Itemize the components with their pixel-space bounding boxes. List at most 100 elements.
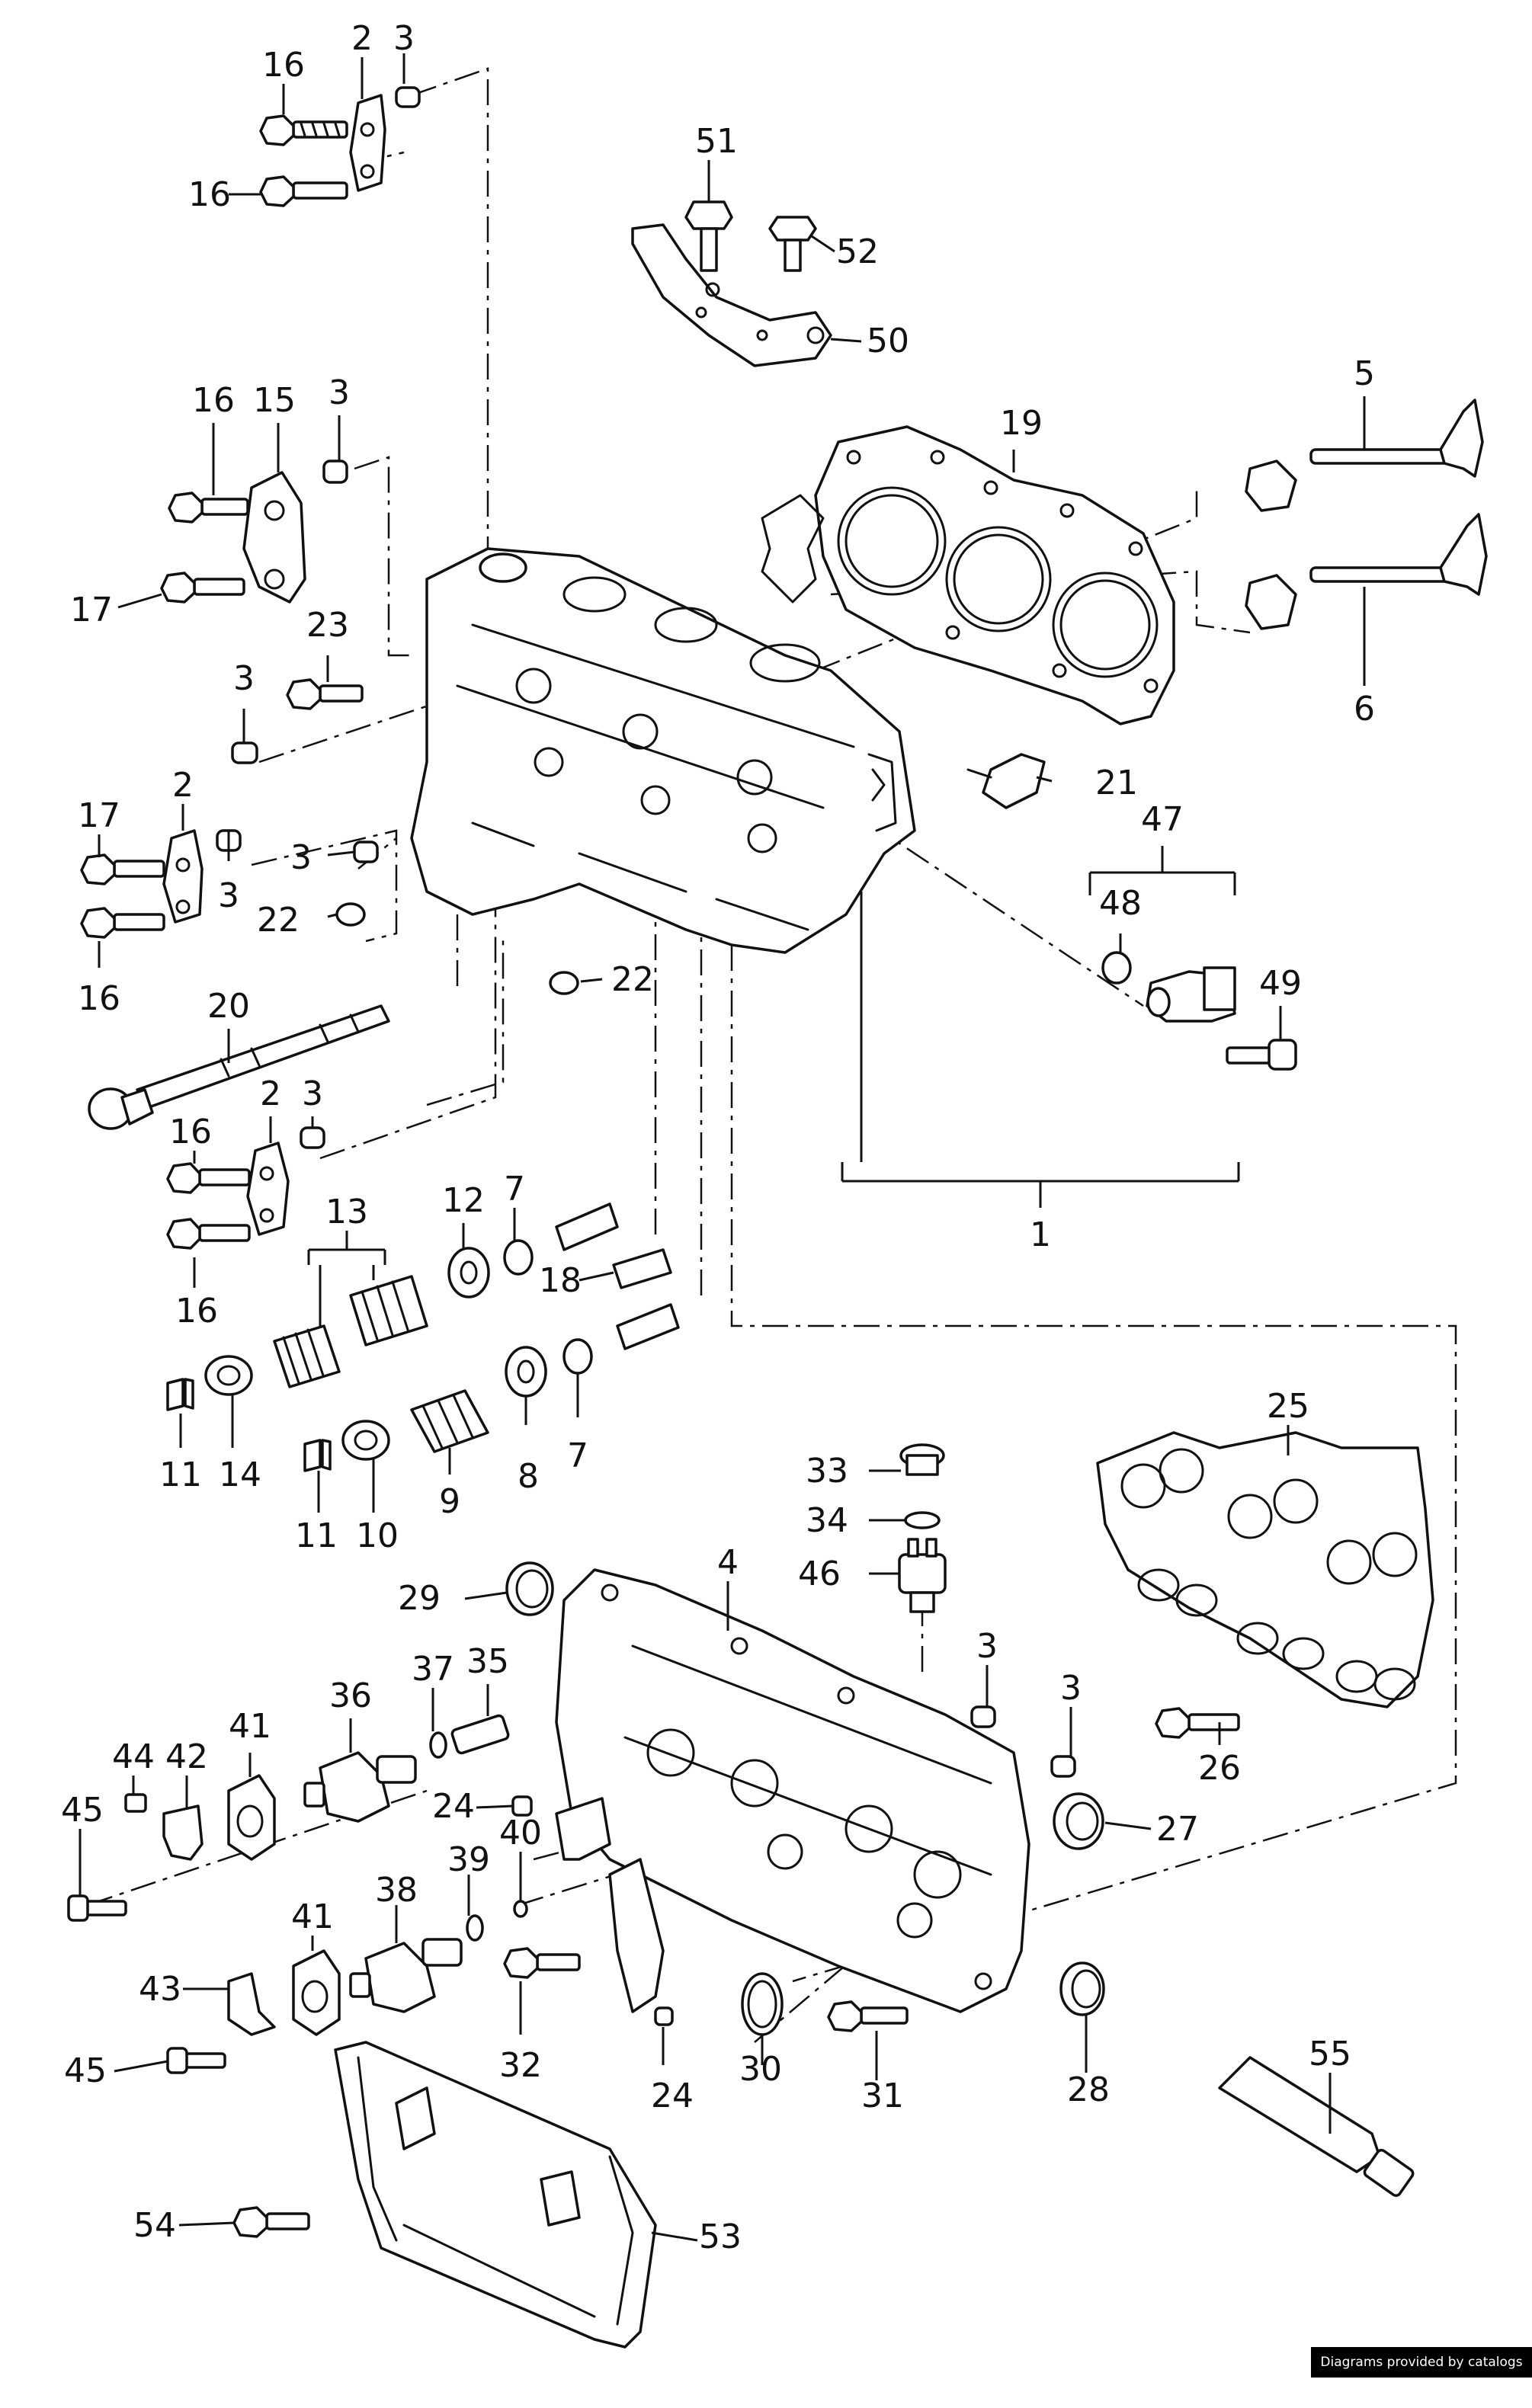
label-3: 3 [290, 838, 312, 877]
label-38: 38 [375, 1871, 418, 1910]
bracket-43 [227, 1972, 276, 2036]
label-23: 23 [306, 606, 349, 645]
seal-22-b [549, 971, 579, 995]
leader-lines [79, 53, 1366, 2242]
bolt-16-top [259, 114, 348, 146]
label-30: 30 [739, 2050, 782, 2089]
bearing-cap-15 [242, 471, 306, 604]
spring-13-b [349, 1275, 428, 1346]
o-ring-48 [1101, 951, 1132, 985]
valve-seat-lower [1245, 574, 1297, 630]
label-48: 48 [1099, 884, 1142, 923]
washer-12 [447, 1247, 490, 1298]
label-41: 41 [229, 1707, 271, 1746]
label-11: 11 [295, 1516, 338, 1555]
label-28: 28 [1067, 2070, 1110, 2109]
label-55: 55 [1309, 2035, 1351, 2073]
valve-guide-lower [616, 1303, 680, 1350]
label-9: 9 [439, 1482, 460, 1521]
cam-sensor-47 [1146, 966, 1236, 1023]
label-45: 45 [64, 2051, 107, 2090]
valve-seat-upper [1245, 460, 1297, 512]
seal-7-a [503, 1239, 534, 1276]
label-8: 8 [518, 1457, 539, 1496]
label-16: 16 [169, 1113, 212, 1151]
label-40: 40 [499, 1814, 542, 1852]
label-53: 53 [699, 2217, 742, 2256]
clip-44 [124, 1793, 147, 1813]
bearing-cap-2-mid [162, 829, 204, 924]
label-39: 39 [447, 1840, 490, 1879]
bolt-17-mid [160, 572, 245, 604]
cylinder-head-1 [410, 547, 916, 954]
label-46: 46 [798, 1555, 841, 1593]
filter-35 [450, 1714, 510, 1755]
bolt-32 [503, 1947, 581, 1979]
label-16: 16 [262, 46, 305, 85]
label-7: 7 [504, 1170, 525, 1209]
sensor-21 [966, 753, 1046, 809]
bolt-52 [768, 216, 817, 272]
label-16: 16 [192, 381, 235, 420]
washer-8 [505, 1346, 547, 1398]
intake-manifold-25 [1096, 1431, 1434, 1708]
label-43: 43 [139, 1970, 181, 2009]
bolt-45-a [67, 1894, 127, 1922]
head-bolt-20 [88, 1004, 390, 1130]
label-3: 3 [218, 876, 239, 915]
seal-27 [1053, 1792, 1104, 1850]
bracket-50 [631, 223, 832, 367]
pressure-switch-46 [898, 1538, 947, 1613]
label-3: 3 [329, 373, 350, 412]
label-52: 52 [836, 232, 879, 271]
label-16: 16 [188, 175, 231, 214]
label-26: 26 [1198, 1749, 1241, 1788]
label-1: 1 [1030, 1215, 1051, 1254]
label-13: 13 [325, 1193, 368, 1231]
bolt-23 [286, 678, 364, 710]
label-24: 24 [651, 2077, 694, 2115]
bolt-24-b [654, 2006, 674, 2026]
label-15: 15 [253, 381, 296, 420]
label-16: 16 [175, 1292, 218, 1330]
dowel-3-c [970, 1705, 996, 1728]
gasket-41-b [292, 1949, 341, 2036]
bolt-45-b [166, 2047, 226, 2074]
label-3: 3 [233, 659, 255, 698]
gasket-41-a [227, 1774, 276, 1861]
o-ring-39 [466, 1914, 484, 1942]
dowel-3-low [300, 1126, 325, 1149]
label-41: 41 [291, 1897, 334, 1936]
seal-30 [741, 1972, 784, 2036]
bracket-42 [162, 1804, 204, 1861]
label-25: 25 [1267, 1387, 1309, 1426]
label-49: 49 [1259, 964, 1302, 1003]
bolt-49 [1226, 1039, 1297, 1071]
sealant-tube-55 [1218, 2056, 1415, 2197]
label-19: 19 [1000, 404, 1043, 443]
watermark: Diagrams provided by catalogs parts [1311, 2347, 1532, 2400]
solenoid-38 [349, 1938, 463, 2013]
label-18: 18 [539, 1261, 582, 1300]
spring-9 [410, 1389, 489, 1453]
bolt-16-mid [168, 492, 249, 524]
plug-33 [899, 1443, 945, 1476]
valve-5 [1309, 399, 1484, 478]
dowel-3-b [353, 841, 379, 863]
label-5: 5 [1354, 354, 1375, 393]
seal-7-b [562, 1338, 593, 1375]
label-54: 54 [133, 2206, 176, 2245]
label-44: 44 [112, 1737, 155, 1776]
bolt-51 [684, 200, 733, 272]
label-51: 51 [695, 122, 738, 161]
label-14: 14 [219, 1455, 261, 1494]
label-17: 17 [78, 796, 120, 835]
bolt-24-a [511, 1795, 533, 1817]
washer-34 [904, 1511, 941, 1529]
label-2: 2 [260, 1074, 281, 1113]
keeper-11-a [166, 1378, 194, 1411]
label-21: 21 [1095, 764, 1138, 802]
dowel-3-left [231, 741, 258, 764]
label-17: 17 [70, 591, 113, 629]
